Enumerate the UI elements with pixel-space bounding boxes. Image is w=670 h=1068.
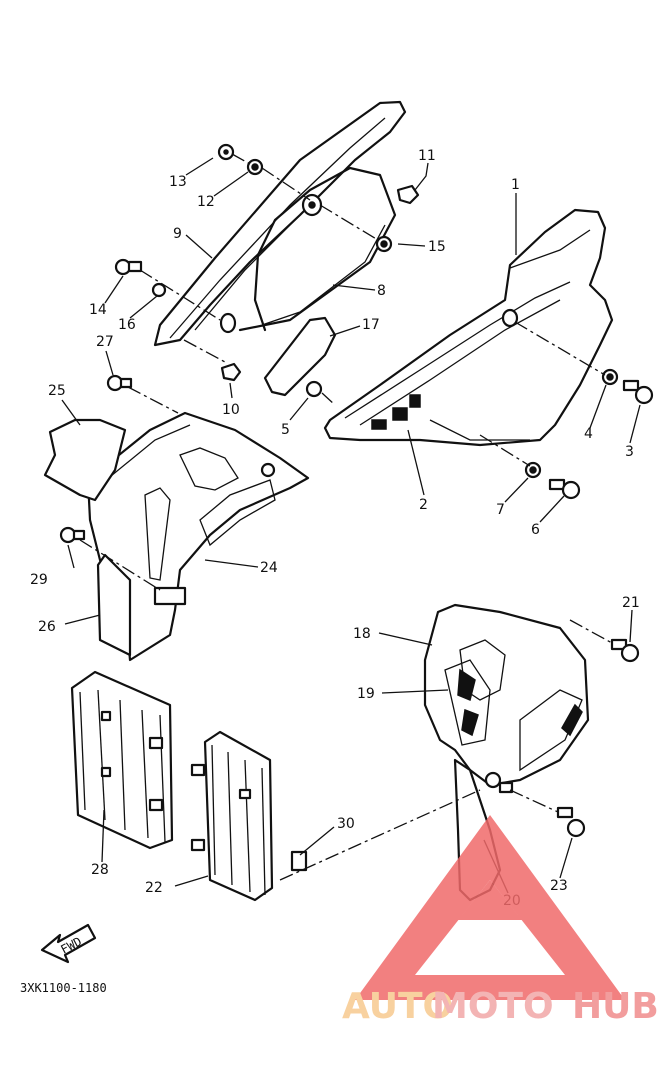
part-25-decal [43,418,127,502]
callout-28: 28 [91,862,109,878]
part-7-washer [524,461,542,479]
callout-12: 12 [197,194,215,210]
callout-27: 27 [96,334,114,350]
part-17-panel [263,316,337,397]
part-18-radiator-shroud [423,603,590,787]
watermark-triangle-icon [355,815,625,1000]
callout-19: 19 [357,686,375,702]
fasteners [59,143,654,872]
callout-22: 22 [145,880,163,896]
part-22-radiator-guard [190,730,274,902]
part-9-side-rail-cover [153,100,407,347]
leader-lines [61,157,641,894]
assembly-lines [79,153,613,881]
callout-9: 9 [173,226,182,242]
callout-3: 3 [625,444,634,460]
fwd-arrow-icon: FWD [40,923,97,964]
callout-18: 18 [353,626,371,642]
callout-11: 11 [418,148,436,164]
part-27-bolt [106,374,133,392]
callout-21: 21 [622,595,640,611]
part-14-bolt [114,258,143,276]
part-28-radiator-guard [70,670,174,850]
part-5-grommet [305,380,323,398]
part-3-bolt [622,379,654,405]
callout-8: 8 [377,283,386,299]
part-6-bolt [548,478,581,500]
part-13-bolt [217,143,235,161]
callout-5: 5 [281,422,290,438]
callout-6: 6 [531,522,540,538]
callout-7: 7 [496,502,505,518]
watermark-auto: AUTO [342,986,453,1027]
callout-4: 4 [584,426,593,442]
callout-14: 14 [89,302,107,318]
part-15-washer [375,235,393,253]
watermark-moto: MOTO [432,986,554,1027]
watermark-hub: HUB [572,986,659,1027]
part-4-washer [601,368,619,386]
part-12-nut [246,158,264,176]
callout-29: 29 [30,572,48,588]
callout-2: 2 [419,497,428,513]
callout-17: 17 [362,317,380,333]
callout-1: 1 [511,177,520,193]
part-16-collar [151,282,167,298]
part-24-radiator-shroud [86,411,310,662]
part-20-bolt [484,771,514,794]
part-1-side-cover [323,208,614,447]
callout-numbers: 1 2 3 4 5 6 7 8 9 10 11 12 13 14 15 16 1… [30,148,640,909]
part-30-clip [290,850,308,872]
callout-16: 16 [118,317,136,333]
callout-10: 10 [222,402,240,418]
callout-15: 15 [428,239,446,255]
part-11-grommet [396,184,420,205]
part-29-bolt [59,526,86,544]
part-code: 3XK1100-1180 [20,981,107,995]
part-21-bolt [610,638,640,663]
part-26-lower-panel [96,553,132,657]
callout-13: 13 [169,174,187,190]
watermark-logo: AUTO MOTO HUB [342,815,659,1027]
callout-23: 23 [550,878,568,894]
callout-30: 30 [337,816,355,832]
callout-24: 24 [260,560,278,576]
part-10-grommet [220,362,242,382]
callout-26: 26 [38,619,56,635]
callout-25: 25 [48,383,66,399]
part-23-bolt [556,806,586,838]
